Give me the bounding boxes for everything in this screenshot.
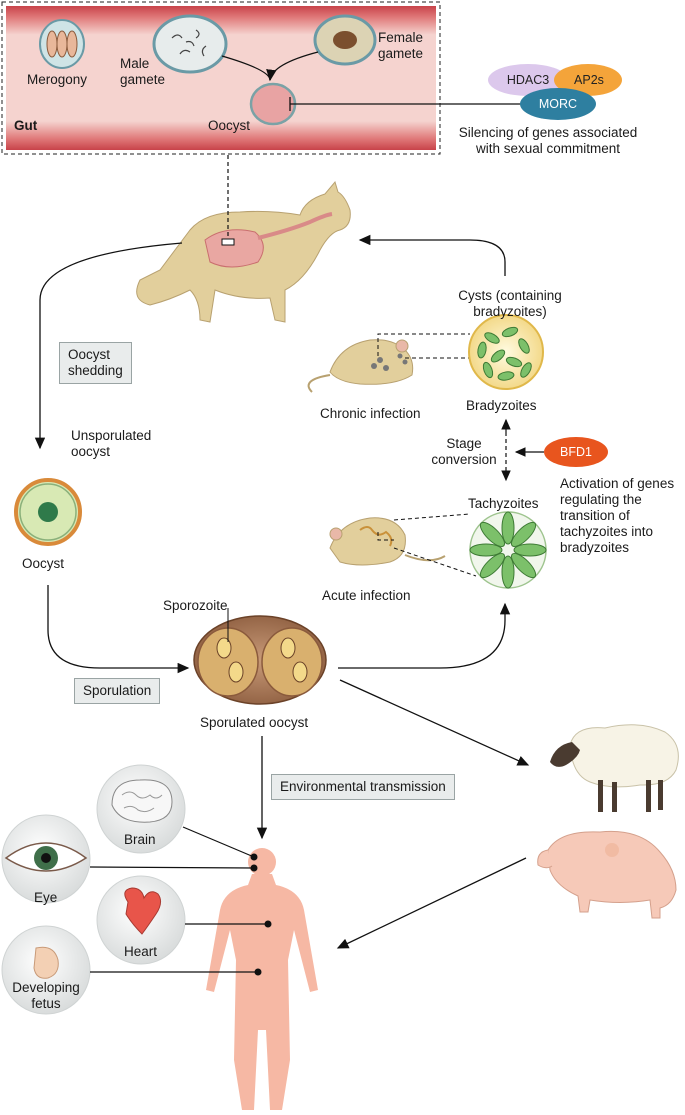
hdac3-label: HDAC3 [506,73,550,87]
morc-label: MORC [538,97,578,111]
male-gamete-cell [152,14,228,74]
female-gamete-label: Female gamete [378,30,424,61]
bradyzoites-label: Bradyzoites [466,398,537,413]
heart-label: Heart [124,944,158,959]
to-sheep-arrow [339,679,530,766]
acute-infection-label: Acute infection [322,588,411,603]
chronic-infection-mouse [307,339,414,393]
ap2s-pill [554,64,622,96]
cyst-to-cat-arrow [358,234,506,276]
brain-label: Brain [124,832,156,847]
acute-zoom-line-bottom [393,547,477,577]
cysts-label: Cysts (containing bradyzoites) [458,288,562,319]
heart-dot [264,920,272,928]
heart-circle [96,875,186,965]
morc-pill [520,88,596,120]
eye-dot [250,864,258,872]
bradyzoite-cyst [468,314,544,390]
acute-infection-mouse [329,517,446,566]
bfd1-label: BFD1 [560,445,592,459]
male-gamete-label: Male gamete [120,56,166,87]
developing-fetus-label: Developing fetus [12,980,80,1011]
sporozoite-label: Sporozoite [163,598,228,613]
chronic-infection-label: Chronic infection [320,406,421,421]
sporulation-box: Sporulation [74,678,161,704]
gut-label: Gut [14,118,38,133]
brain-dot [250,853,258,861]
acute-zoom-line-top [393,513,471,521]
fetus-dot [254,968,262,976]
gut-panel [1,1,525,155]
fetus-circle [1,925,91,1015]
merogony-cell [39,19,85,69]
ap2s-label: AP2s [574,73,604,87]
silencing-note: Silencing of genes associated with sexua… [458,125,638,156]
sporulation-arrow [47,585,190,674]
female-gamete-arrow [266,51,319,82]
gut-panel-border [1,1,441,155]
oocyst-shedding-box: Oocyst shedding [59,342,132,384]
tachyzoite-rosette [469,511,547,589]
brain-circle [96,764,186,854]
chronic-zoom-line-top [377,333,470,356]
unsporulated-oocyst-label: Unsporulated oocyst [71,428,152,459]
cat-definitive-host [136,180,351,323]
oocyst-label: Oocyst [22,556,65,571]
pig-intermediate-host [537,830,677,919]
brain-connector [182,826,255,858]
pig-to-human-arrow [336,857,527,949]
environmental-transmission-box: Environmental transmission [271,774,455,800]
hdac3-pill [488,64,568,96]
tachyzoites-label: Tachyzoites [468,496,539,511]
human-figure [206,848,318,1110]
bfd1-note: Activation of genes regulating the trans… [560,476,675,555]
eye-connector [89,866,255,869]
sheep-intermediate-host [550,724,679,812]
shedding-arrow [34,242,183,450]
sporulated-oocyst [193,615,327,705]
gut-oocyst-label: Oocyst [208,118,251,133]
bfd1-pill [544,437,608,467]
acute-zoom-box [377,532,394,541]
merogony-label: Merogony [27,72,88,87]
gut-oocyst-cell [249,82,297,126]
eye-circle [1,814,91,904]
female-gamete-cell [313,14,377,66]
eye-label: Eye [34,890,58,905]
to-intermediate-host-arrow [338,602,511,669]
stage-conversion-label: Stage conversion [431,436,497,467]
sporulated-oocyst-label: Sporulated oocyst [200,715,309,730]
unsporulated-oocyst [14,478,82,546]
